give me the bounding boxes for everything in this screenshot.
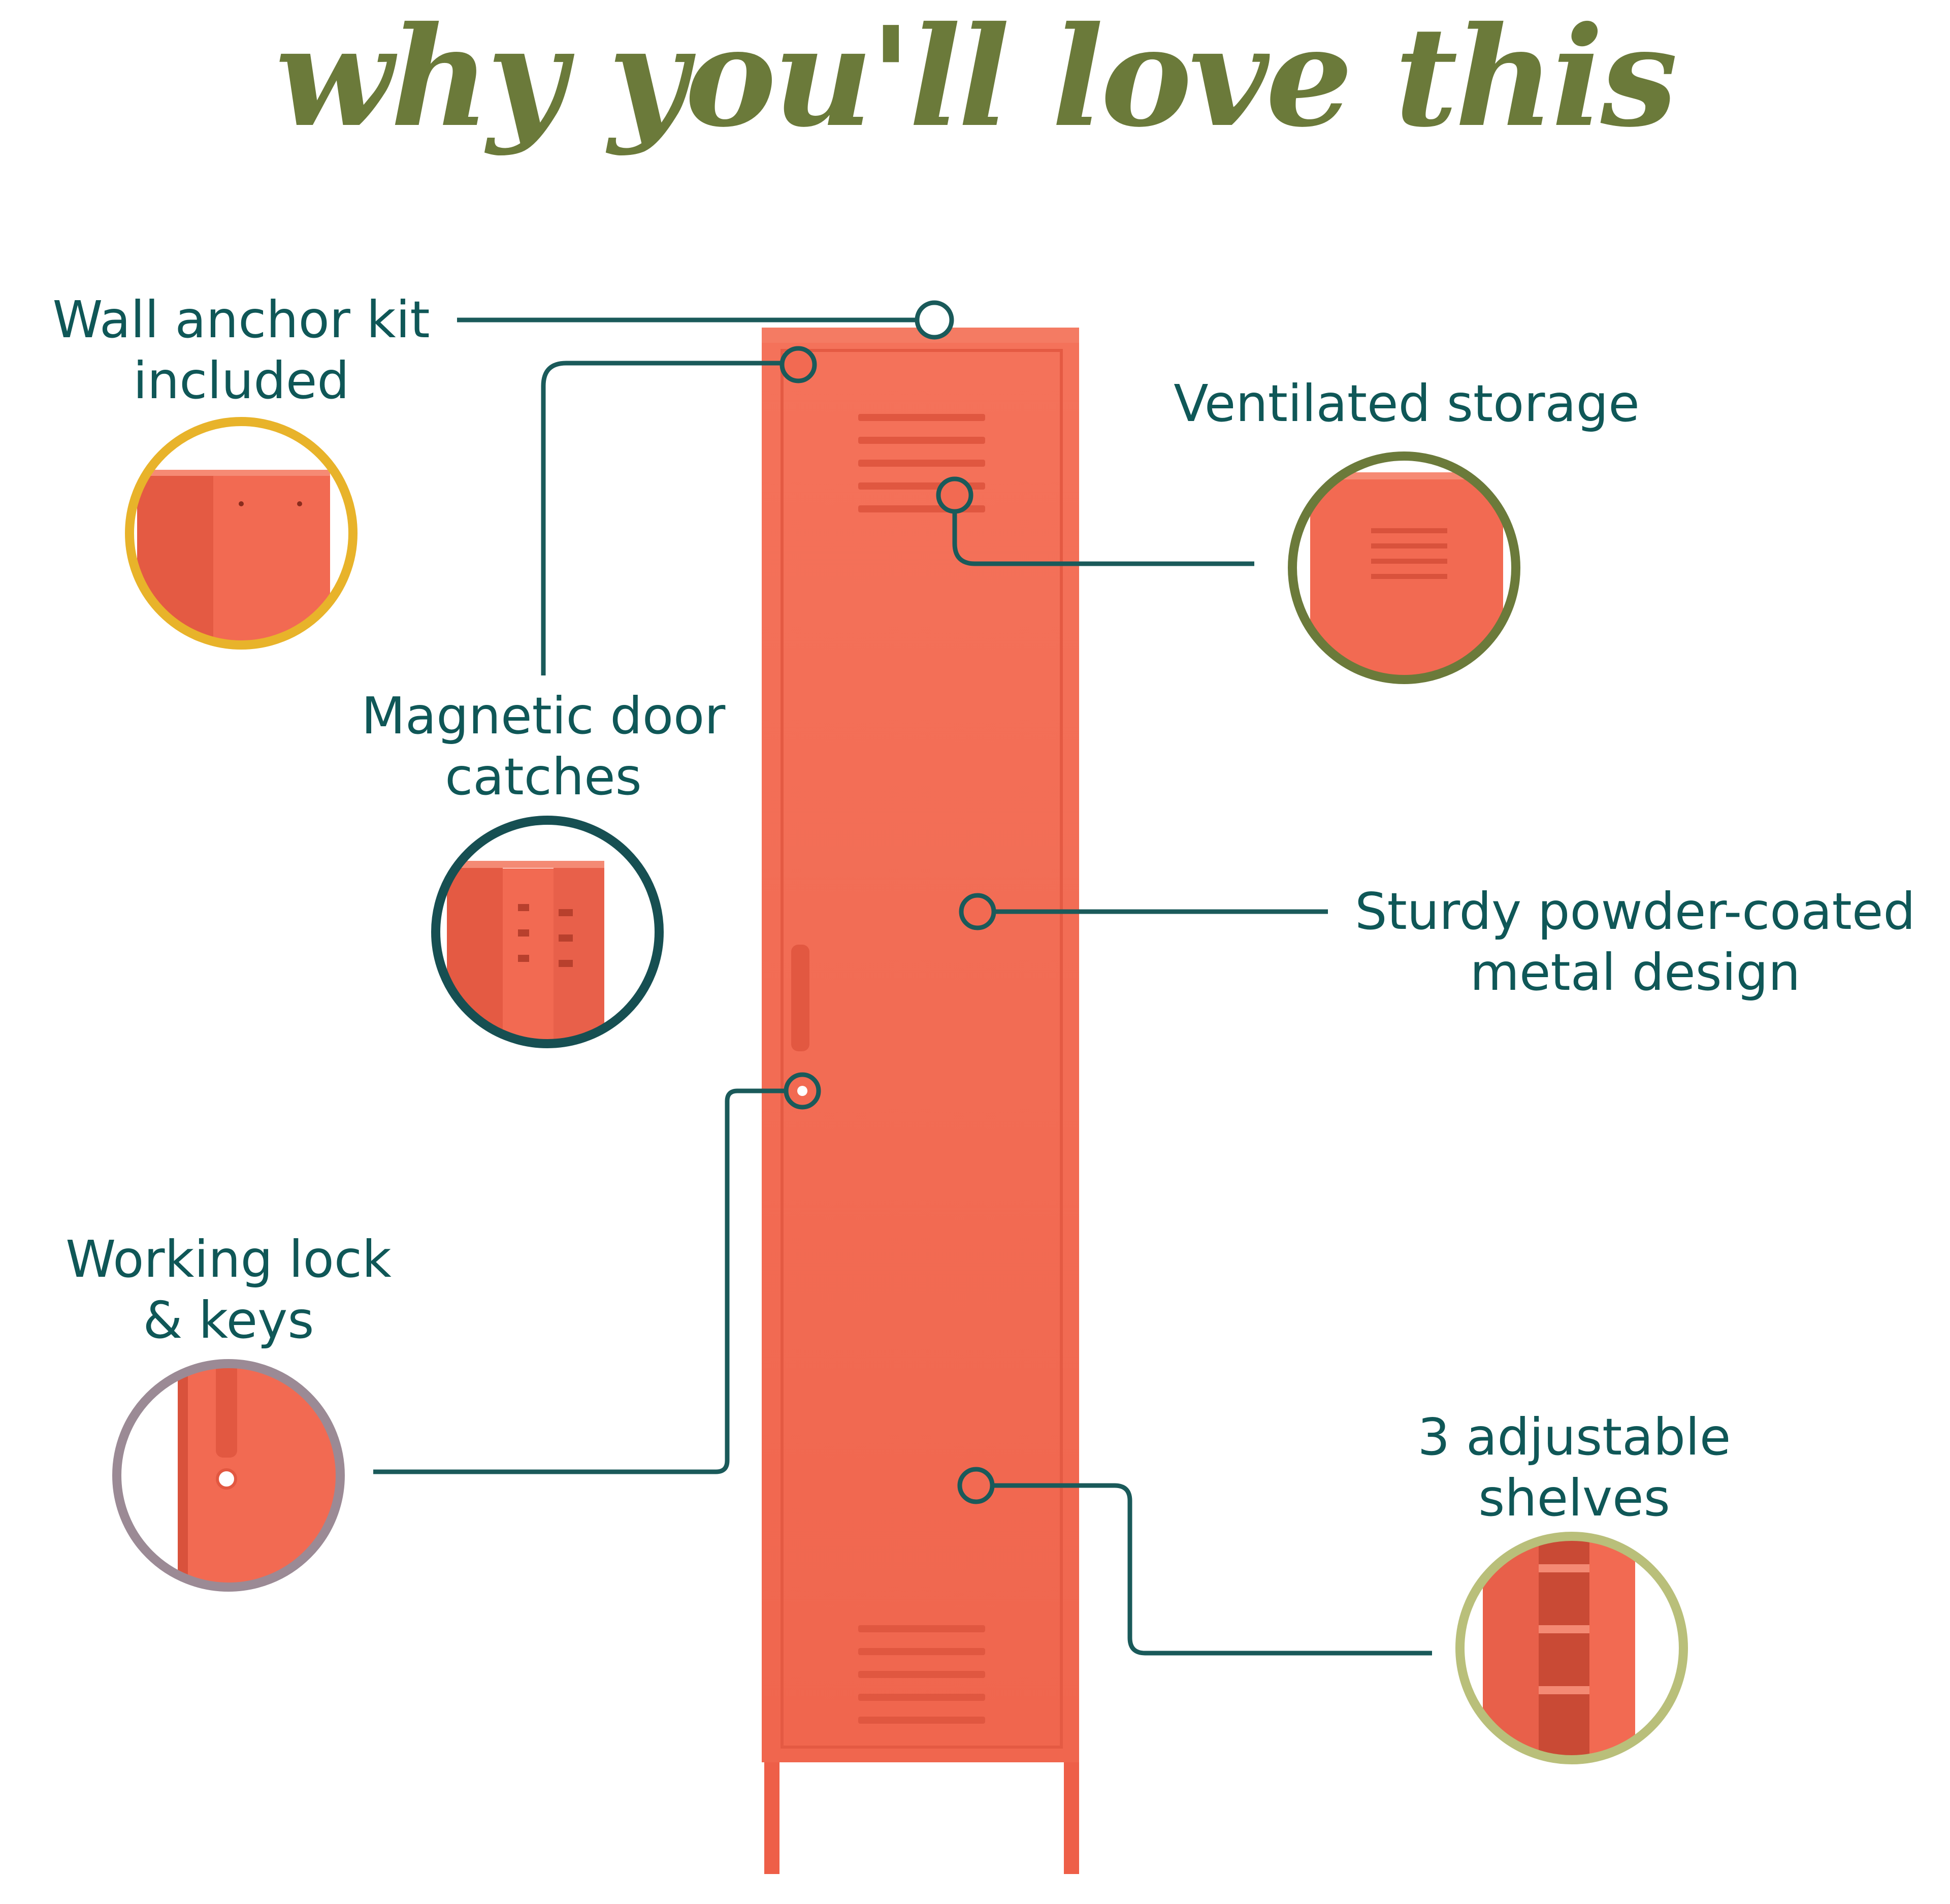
locker-handle	[791, 945, 809, 1051]
locker-body	[762, 328, 1079, 1762]
label-lock: Working lock & keys	[66, 1230, 392, 1350]
label-sturdy: Sturdy powder-coated metal design	[1355, 882, 1915, 1002]
lock-keyhole	[797, 1086, 807, 1096]
zoom-magnetic	[431, 816, 664, 1048]
connector-magnetic	[541, 361, 785, 675]
marker-magnetic	[779, 346, 817, 383]
marker-shelves	[957, 1467, 995, 1504]
marker-sturdy	[959, 893, 996, 930]
label-ventilated: Ventilated storage	[1174, 374, 1640, 433]
zoom-lock	[112, 1359, 345, 1592]
connector-ventilated	[952, 495, 1254, 566]
page-title: why you'll love this	[275, 0, 1678, 157]
locker-door	[781, 349, 1063, 1749]
zoom-wall-anchor	[125, 417, 358, 650]
locker-leg-right	[1064, 1757, 1079, 1874]
label-shelves: 3 adjustable shelves	[1417, 1407, 1731, 1528]
locker-leg-left	[764, 1757, 779, 1874]
marker-ventilated	[936, 476, 973, 514]
label-magnetic: Magnetic door catches	[361, 686, 726, 806]
zoom-shelves	[1455, 1532, 1688, 1764]
label-wall-anchor: Wall anchor kit included	[52, 290, 430, 410]
connector-lock	[373, 1088, 787, 1474]
marker-wall-anchor	[915, 300, 954, 340]
connector-shelves	[993, 1483, 1432, 1656]
zoom-ventilated	[1288, 451, 1520, 684]
bottom-vents	[858, 1625, 985, 1724]
